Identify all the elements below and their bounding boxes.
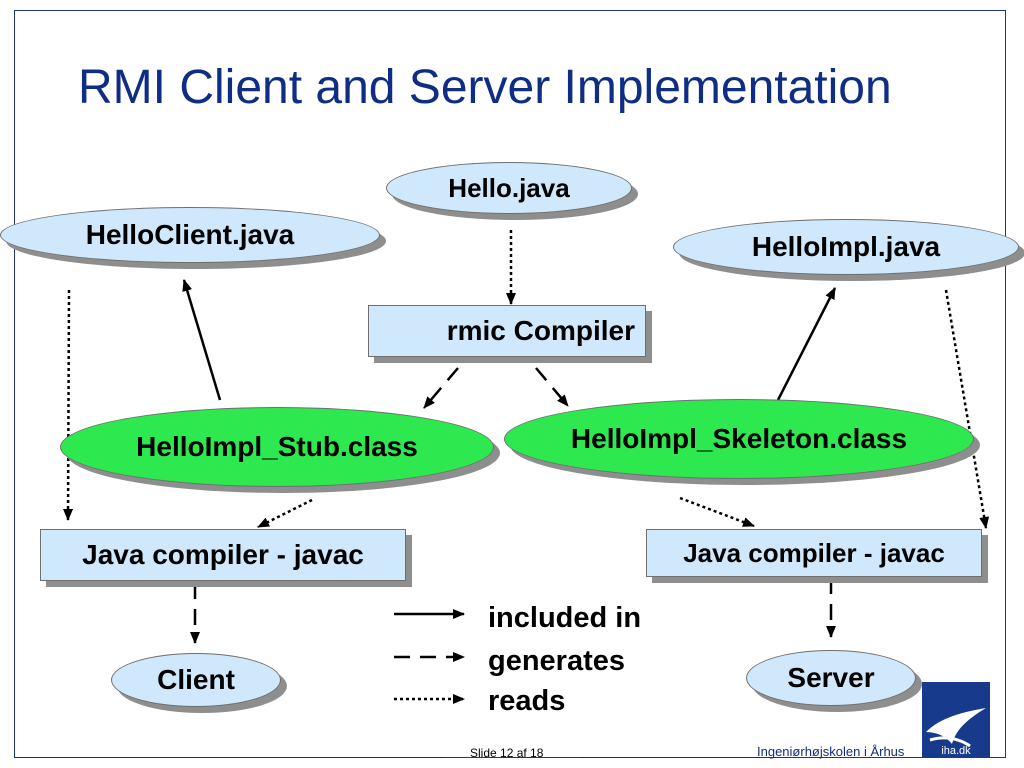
- node-client: Client: [111, 653, 281, 707]
- node-rmic-compiler: rmic Compiler: [368, 305, 646, 357]
- node-helloimpl-java: HelloImpl.java: [673, 219, 1019, 275]
- node-skeleton-class: HelloImpl_Skeleton.class: [504, 399, 974, 479]
- arrow-rmic-to-stub: [423, 367, 459, 409]
- arrow-helloclient-to-javac-left: [63, 289, 74, 521]
- footer-line-left: [14, 757, 444, 758]
- slide-number: Slide 12 af 18: [470, 746, 544, 760]
- iha-logo-icon: iha.dk: [922, 682, 990, 758]
- footer-line-right: [580, 757, 760, 758]
- school-name: Ingeniørhøjskolen i Århus: [757, 744, 905, 759]
- legend-reads: reads: [488, 685, 566, 717]
- node-hello-java: Hello.java: [386, 162, 632, 214]
- node-helloclient-java: HelloClient.java: [0, 207, 380, 263]
- arrow-rmic-to-skeleton: [535, 367, 569, 407]
- node-javac-right: Java compiler - javac: [646, 529, 982, 577]
- logo-text: iha.dk: [941, 745, 971, 757]
- arrow-skeleton-to-helloimpl: [776, 287, 837, 401]
- legend-included-in: included in: [488, 602, 642, 634]
- node-javac-left: Java compiler - javac: [40, 529, 406, 581]
- node-stub-class: HelloImpl_Stub.class: [60, 407, 494, 487]
- arrow-helloimpl-to-javac-right: [944, 289, 990, 529]
- legend-generates: generates: [488, 645, 626, 677]
- arrow-stub-to-javac-left: [257, 498, 313, 529]
- slide-title: RMI Client and Server Implementation: [78, 61, 892, 114]
- arrow-skeleton-to-javac-right: [679, 496, 755, 528]
- arrow-stub-to-helloclient: [182, 279, 222, 401]
- node-server: Server: [746, 650, 916, 706]
- slide-frame: [14, 10, 1006, 758]
